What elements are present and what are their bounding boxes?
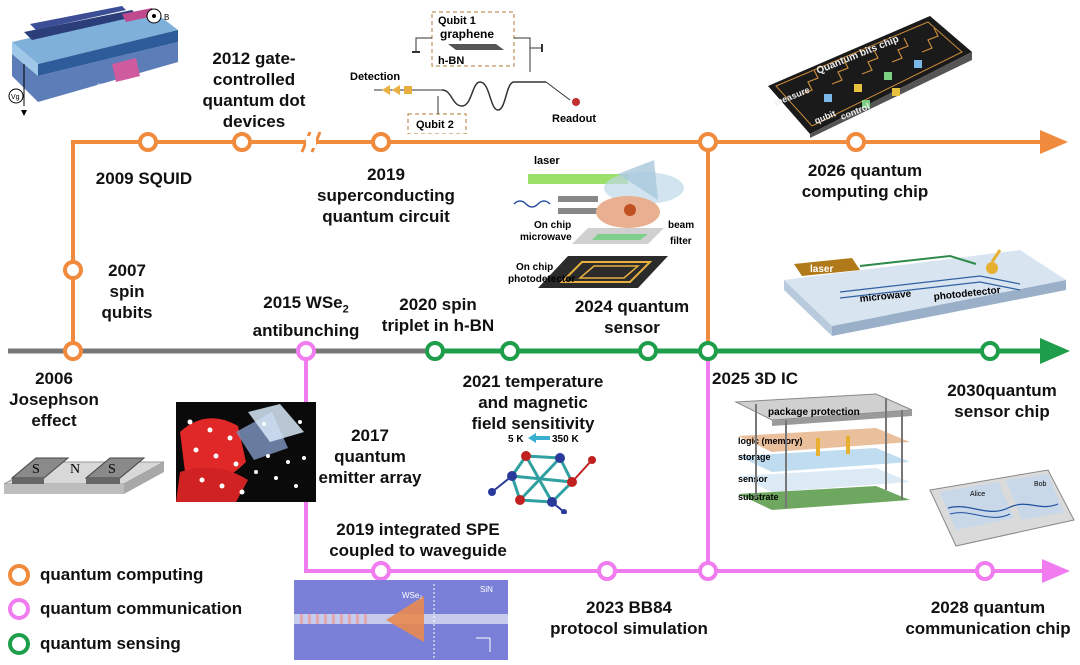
svg-text:Detection: Detection: [350, 71, 400, 83]
svg-text:substrate: substrate: [738, 492, 779, 502]
node-2012: [232, 132, 252, 152]
node-2015: [296, 341, 316, 361]
sns-junction-image: S N S: [4, 457, 164, 494]
legend-communication: quantum communication: [8, 597, 242, 621]
green-dot-icon: [8, 633, 30, 655]
label-2030: 2030quantum sensor chip: [947, 381, 1057, 421]
label-2020: 2020 spin triplet in h-BN: [381, 295, 495, 335]
svg-text:storage: storage: [738, 452, 771, 462]
label-2023: 2023 BB84 protocol simulation: [550, 598, 708, 638]
svg-text:Qubit 1: Qubit 1: [438, 15, 476, 27]
label-2012: 2012 gate- controlled quantum dot device…: [202, 49, 306, 131]
svg-text:Qubit 2: Qubit 2: [416, 119, 454, 131]
3d-ic-image: package protection logic (memory) storag…: [734, 393, 913, 510]
node-2019-spe: [371, 561, 391, 581]
node-2026: [846, 132, 866, 152]
label-2015: 2015 WSe2 antibunching: [252, 293, 360, 341]
communication-arrowhead: [1042, 559, 1070, 583]
svg-text:beam: beam: [668, 220, 694, 231]
break-gap: [306, 136, 316, 148]
svg-text:Vg: Vg: [11, 94, 20, 101]
node-2030: [980, 341, 1000, 361]
node-2019-sc: [371, 132, 391, 152]
emitter-array-image: [176, 402, 316, 502]
svg-text:logic (memory): logic (memory): [738, 436, 803, 446]
legend-sensing: quantum sensing: [8, 632, 181, 656]
label-2028: 2028 quantum communication chip: [905, 598, 1071, 638]
svg-text:package protection: package protection: [768, 407, 860, 418]
orange-dot-icon: [8, 564, 30, 586]
quantum-chip-image: Quantum bits chip measure qubit control: [768, 16, 972, 138]
svg-text:graphene: graphene: [440, 27, 494, 41]
computing-arrowhead: [1040, 130, 1068, 154]
svg-text:laser: laser: [534, 155, 560, 167]
hbn-molecule-image: 5 K 350 K: [488, 433, 596, 514]
bb84-chip-image: Alice Bob: [929, 469, 1075, 547]
sensing-arrowhead: [1040, 338, 1070, 364]
spe-waveguide-image: SiN WSe₂: [294, 580, 508, 660]
node-2024: [638, 341, 658, 361]
label-2025: 2025 3D IC: [712, 369, 798, 388]
label-2006: 2006 Josephson effect: [9, 369, 99, 430]
node-2023: [597, 561, 617, 581]
label-2009: 2009 SQUID: [95, 169, 193, 188]
label-2017: 2017 quantum emitter array: [318, 426, 422, 487]
sensor-chip-image: laser microwave photodetector: [784, 249, 1066, 336]
label-2019-spe: 2019 integrated SPE coupled to waveguide: [329, 520, 507, 560]
node-2020: [425, 341, 445, 361]
node-2006: [63, 341, 83, 361]
svg-text:S: S: [32, 462, 40, 477]
svg-text:S: S: [108, 462, 116, 477]
sc-circuit-image: Qubit 1 graphene h-BN Detection Readout …: [350, 11, 596, 134]
label-2021: 2021 temperature and magnetic field sens…: [462, 372, 604, 433]
node-2025-top: [698, 132, 718, 152]
svg-text:laser: laser: [810, 264, 833, 275]
node-2009: [138, 132, 158, 152]
squid-device-image: B Vg SiO₂ (285 nm): [8, 6, 178, 116]
node-2025-bottom: [698, 561, 718, 581]
svg-text:SiN: SiN: [480, 585, 493, 594]
svg-text:350 K: 350 K: [552, 434, 579, 445]
svg-text:5 K: 5 K: [508, 434, 524, 445]
node-2028: [975, 561, 995, 581]
node-2025: [698, 341, 718, 361]
label-2019-sc: 2019 superconducting quantum circuit: [317, 165, 455, 226]
pink-dot-icon: [8, 598, 30, 620]
svg-text:Alice: Alice: [970, 491, 985, 498]
legend-computing: quantum computing: [8, 563, 203, 587]
svg-text:filter: filter: [670, 236, 692, 247]
svg-text:sensor: sensor: [738, 474, 768, 484]
svg-text:Bob: Bob: [1034, 481, 1047, 488]
label-2026: 2026 quantum computing chip: [801, 161, 929, 201]
node-2021: [500, 341, 520, 361]
node-2007: [63, 260, 83, 280]
svg-text:B: B: [164, 13, 169, 22]
label-2007: 2007 spin qubits: [101, 261, 153, 322]
svg-text:WSe₂: WSe₂: [402, 591, 422, 600]
svg-text:Readout: Readout: [552, 113, 596, 125]
svg-text:microwave: microwave: [859, 289, 912, 305]
svg-text:SiO₂ (285 nm): SiO₂ (285 nm): [97, 84, 135, 90]
label-2024: 2024 quantum sensor: [574, 297, 690, 337]
svg-text:N: N: [70, 462, 80, 477]
svg-text:h-BN: h-BN: [438, 55, 464, 67]
